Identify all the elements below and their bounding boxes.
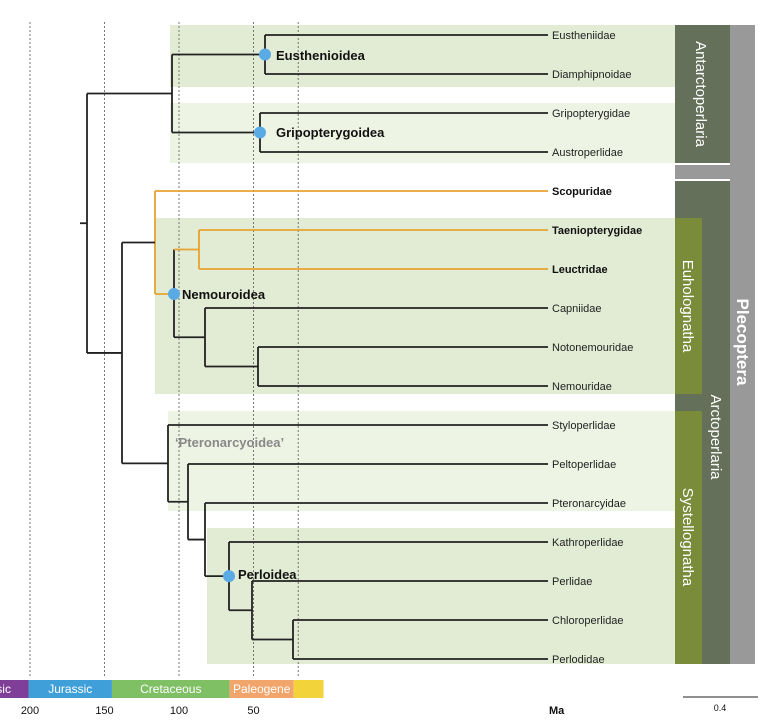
node-gripopterygoidea xyxy=(254,126,266,139)
box-nemouroidea xyxy=(155,218,675,394)
taxon-labels: EustheniidaeDiamphipnoidaeGripopterygida… xyxy=(552,30,642,666)
period-label-triassic: Triassic xyxy=(0,682,11,696)
node-eusthenioidea xyxy=(259,48,271,61)
superfamily-nemouroidea-label: Nemouroidea xyxy=(182,287,266,302)
tick-200: 200 xyxy=(21,705,39,717)
taxon-taeniopterygidae: Taeniopterygidae xyxy=(552,225,642,237)
geologic-timescale: CarboniferousPermianTriassicJurassicCret… xyxy=(0,680,324,698)
box-pteronarcyoidea xyxy=(168,411,675,511)
taxon-scopuridae: Scopuridae xyxy=(552,186,612,198)
superfamily-gripopterygoidea-label: Gripopterygoidea xyxy=(276,125,385,140)
taxon-capniidae: Capniidae xyxy=(552,303,602,315)
taxon-notonemouridae: Notonemouridae xyxy=(552,342,633,354)
taxon-kathroperlidae: Kathroperlidae xyxy=(552,537,624,549)
taxon-diamphipnoidae: Diamphipnoidae xyxy=(552,69,632,81)
period-triassic xyxy=(0,680,29,698)
taxon-pteronarcyidae: Pteronarcyidae xyxy=(552,498,626,510)
taxon-eustheniidae: Eustheniidae xyxy=(552,30,616,42)
period-neogene xyxy=(293,680,324,698)
taxon-styloperlidae: Styloperlidae xyxy=(552,420,616,432)
clade-plecoptera-label: Plecoptera xyxy=(733,299,752,386)
clade-systellognatha-label: Systellognatha xyxy=(679,488,696,587)
bar-antarctoperlaria xyxy=(675,25,730,163)
bar-systellognatha xyxy=(675,411,702,664)
box-perloidea xyxy=(207,528,675,664)
node-nemouroidea xyxy=(168,288,180,300)
taxon-nemouridae: Nemouridae xyxy=(552,381,612,393)
node-perloidea xyxy=(223,570,235,583)
superfamily-eusthenioidea-label: Eusthenioidea xyxy=(276,48,366,63)
taxon-chloroperlidae: Chloroperlidae xyxy=(552,615,624,627)
period-label-paleogene: Paleogene xyxy=(233,682,291,696)
clade-arctoperlaria-label: Arctoperlaria xyxy=(707,394,724,480)
taxon-perlidae: Perlidae xyxy=(552,576,592,588)
tick-100: 100 xyxy=(170,705,188,717)
period-label-jurassic: Jurassic xyxy=(48,682,92,696)
clade-euholognatha-label: Euholognatha xyxy=(679,260,696,353)
period-paleogene xyxy=(229,680,294,698)
tree-branches xyxy=(80,34,548,660)
clade-antarctoperlaria-label: Antarctoperlaria xyxy=(692,41,709,148)
taxon-peltoperlidae: Peltoperlidae xyxy=(552,459,616,471)
tick-150: 150 xyxy=(95,705,113,717)
tick-50: 50 xyxy=(247,705,259,717)
scale-bar-label: 0.4 xyxy=(714,703,727,713)
time-gridlines xyxy=(29,22,299,678)
superfamily-perloidea-label: Perloidea xyxy=(238,567,297,582)
period-jurassic xyxy=(28,680,112,698)
taxon-austroperlidae: Austroperlidae xyxy=(552,147,623,159)
taxon-leuctridae: Leuctridae xyxy=(552,264,608,276)
bar-euholognatha xyxy=(675,218,702,394)
tree-nodes xyxy=(168,48,271,583)
period-label-cretaceous: Cretaceous xyxy=(140,682,201,696)
time-axis-ticks: 35030025020015010050 xyxy=(21,705,260,717)
bar-plecoptera xyxy=(730,25,755,664)
time-axis-unit: Ma xyxy=(549,705,565,717)
taxon-gripopterygidae: Gripopterygidae xyxy=(552,108,630,120)
period-cretaceous xyxy=(111,680,230,698)
superfamily-pteronarcyoidea-label: ‘Pteronarcyoidea’ xyxy=(175,435,284,450)
taxon-perlodidae: Perlodidae xyxy=(552,654,605,666)
